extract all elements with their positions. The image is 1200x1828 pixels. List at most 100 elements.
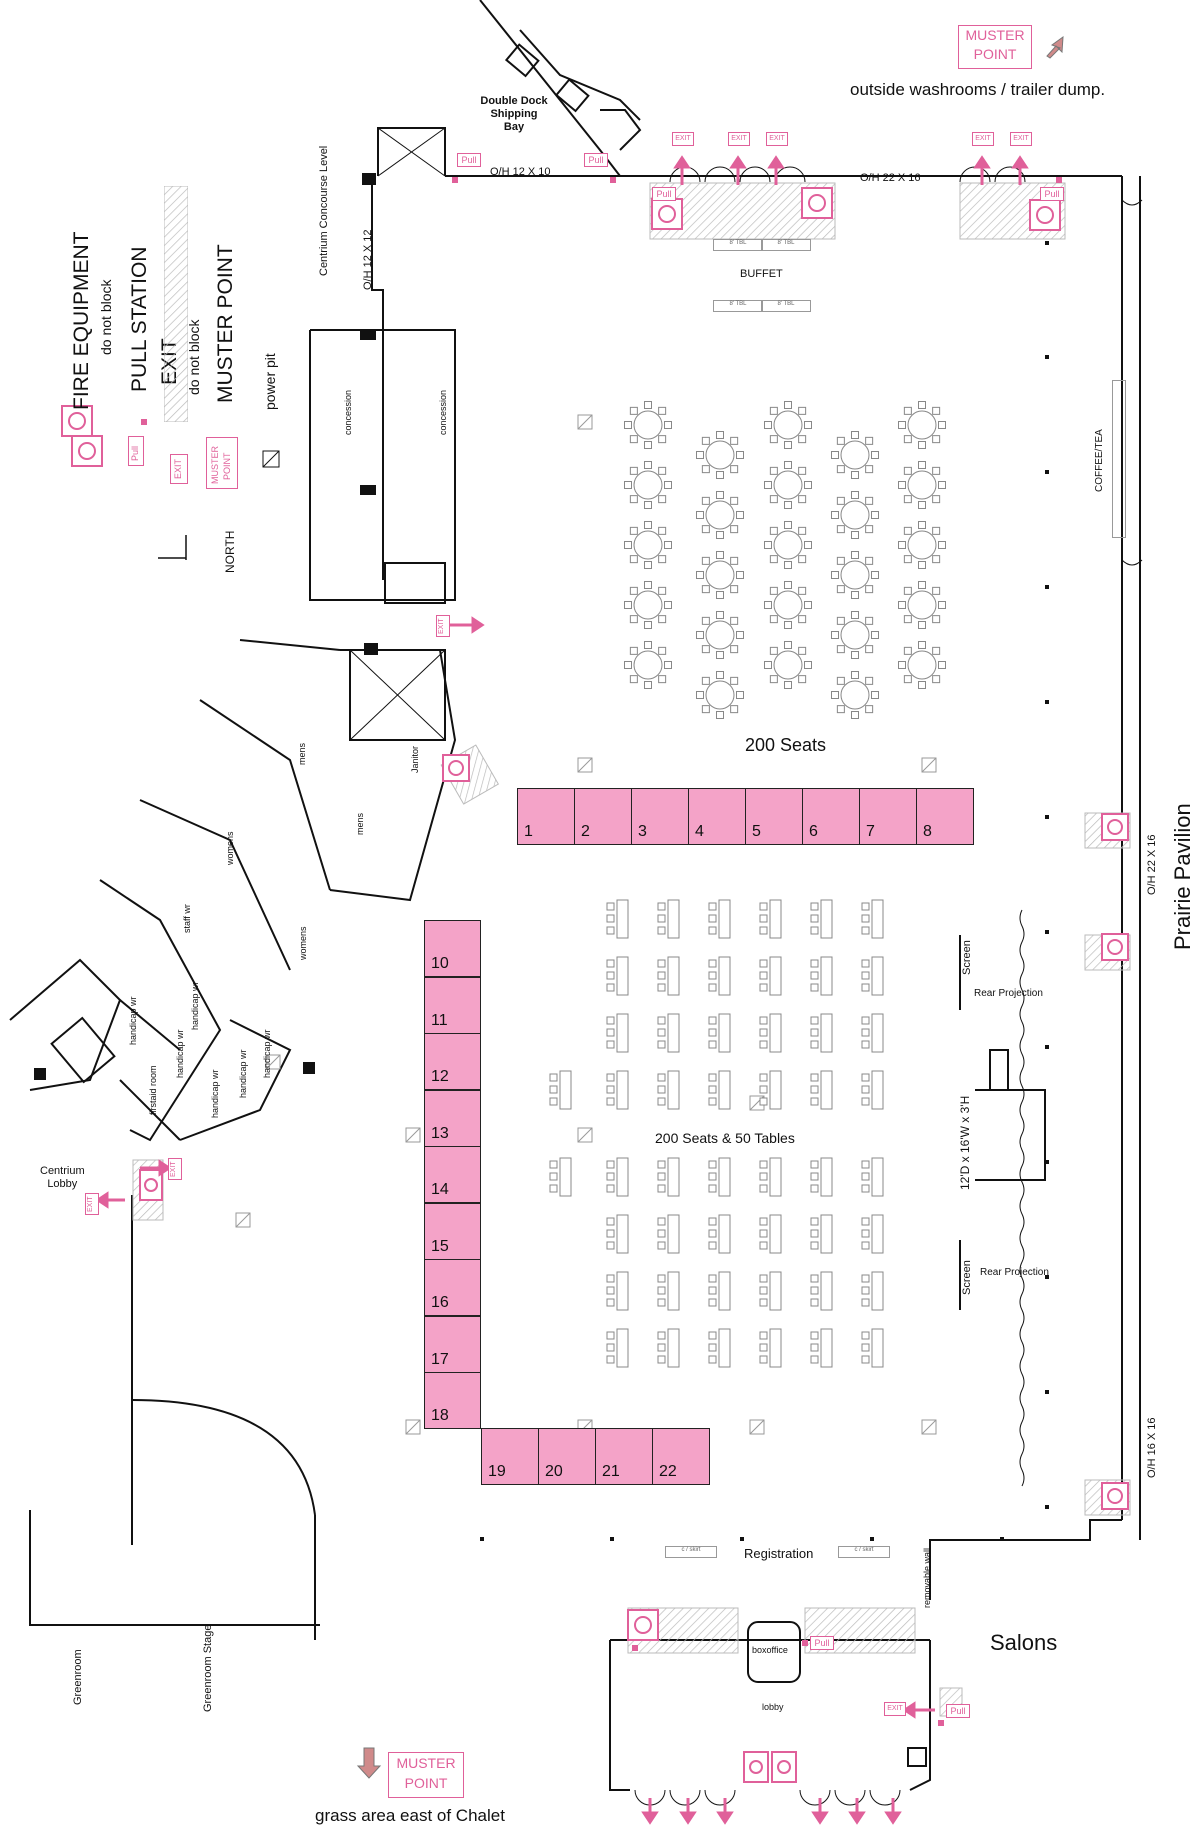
chair (759, 1085, 768, 1094)
exit-top-5: EXIT (1010, 132, 1032, 146)
booth-18: 18 (424, 1372, 481, 1429)
chair (871, 451, 879, 459)
legend-north: NORTH (223, 530, 237, 573)
round-tables-group (624, 401, 946, 719)
chair (708, 1229, 717, 1238)
chair (708, 1286, 717, 1295)
chair (701, 436, 710, 445)
lobby-label: lobby (762, 1702, 784, 1712)
round-table (624, 521, 672, 569)
round-table (898, 401, 946, 449)
chair (861, 959, 870, 968)
chair (549, 1073, 558, 1082)
classroom-table (861, 1271, 884, 1311)
chair (836, 525, 845, 534)
janitor-label: Janitor (410, 745, 420, 773)
classroom-table (657, 1214, 680, 1254)
chair (629, 435, 638, 444)
chair (657, 1184, 666, 1193)
prairie-pavilion: Prairie Pavilion (1170, 803, 1195, 950)
rear-projection-1: Rear Projection (974, 988, 1043, 999)
chair (716, 471, 724, 479)
grass-note: grass area east of Chalet (315, 1806, 505, 1825)
chair (851, 491, 859, 499)
chair (657, 902, 666, 911)
chair (861, 1085, 870, 1094)
chair (810, 914, 819, 923)
chair (716, 671, 724, 679)
chair (696, 631, 704, 639)
buffet-table-2: 8' TBL (761, 239, 811, 251)
chair (831, 571, 839, 579)
oh-22x16-top: O/H 22 X 16 (860, 172, 921, 184)
chair (644, 681, 652, 689)
chair (903, 466, 912, 475)
oh-16x16: O/H 16 X 16 (1146, 1417, 1158, 1478)
seats-200-label: 200 Seats (745, 735, 827, 755)
chair (861, 1229, 870, 1238)
round-table (831, 491, 879, 539)
chair (759, 1355, 768, 1364)
chair (629, 646, 638, 655)
screen-2: Screen (961, 1260, 973, 1295)
classroom-table (759, 899, 782, 939)
classroom-tables-group (549, 899, 884, 1368)
chair (798, 466, 807, 475)
round-table (624, 581, 672, 629)
fire-equipment-markers (61, 187, 1129, 1783)
chair (810, 1229, 819, 1238)
booth-number: 11 (431, 1011, 448, 1029)
chair (918, 621, 926, 629)
chair (657, 971, 666, 980)
chair (606, 1286, 615, 1295)
chair (606, 1274, 615, 1283)
booth-16: 16 (424, 1259, 481, 1316)
chair (716, 611, 724, 619)
chair (644, 501, 652, 509)
chair (730, 616, 739, 625)
buffet-table-1: 8' TBL (713, 239, 763, 251)
chair (861, 971, 870, 980)
chair (861, 914, 870, 923)
legend-exit-note: do not block (186, 319, 202, 396)
chair (730, 525, 739, 534)
chair (764, 421, 772, 429)
columns (34, 173, 1049, 1541)
chair (708, 926, 717, 935)
classroom-table (861, 956, 884, 996)
classroom-table (606, 899, 629, 939)
chair (784, 401, 792, 409)
chair (759, 902, 768, 911)
coffee-tea: COFFEE/TEA (1094, 429, 1105, 492)
chair (759, 1298, 768, 1307)
legend-muster-icon-label-1: MUSTER (210, 446, 220, 484)
round-table (898, 641, 946, 689)
chair (865, 585, 874, 594)
chair (708, 1085, 717, 1094)
round-table (624, 461, 672, 509)
muster-top-line1: MUSTER (965, 27, 1025, 43)
classroom-table (657, 899, 680, 939)
chair (769, 466, 778, 475)
chair (624, 421, 632, 429)
chair (701, 705, 710, 714)
chair (861, 1172, 870, 1181)
exit-salons: EXIT (884, 1702, 906, 1716)
chair (865, 676, 874, 685)
chair (918, 521, 926, 529)
round-table (764, 401, 812, 449)
chair (664, 421, 672, 429)
mens-1: mens (297, 742, 307, 765)
chair (664, 601, 672, 609)
salons: Salons (990, 1630, 1058, 1655)
chair (606, 959, 615, 968)
chair (657, 1097, 666, 1106)
booth-number: 8 (923, 823, 932, 840)
round-table (898, 461, 946, 509)
chair (810, 1217, 819, 1226)
chair (658, 615, 667, 624)
chair (657, 1286, 666, 1295)
chair (736, 691, 744, 699)
chair (938, 661, 946, 669)
